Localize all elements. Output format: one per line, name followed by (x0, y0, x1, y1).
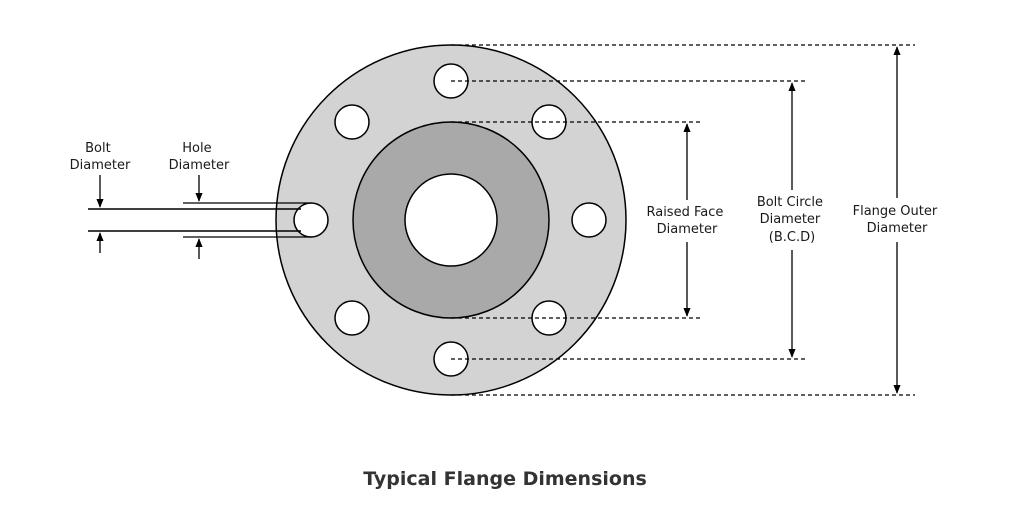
bolt-hole (293, 202, 329, 238)
bolt-hole (334, 104, 370, 140)
hole-diameter-label: Hole Diameter (169, 141, 230, 173)
bolt-hole (334, 300, 370, 336)
bolt-circle-diameter-label: Bolt Circle Diameter (B.C.D) (757, 195, 827, 245)
figure-caption: Typical Flange Dimensions (363, 468, 647, 490)
flange-outer-diameter-label: Flange Outer Diameter (853, 204, 942, 236)
bolt-hole (571, 202, 607, 238)
extension-lines (451, 44, 915, 396)
hole-lines (183, 202, 311, 238)
bolt-lines (88, 208, 301, 232)
bore-circle (404, 173, 498, 267)
bolt-diameter-label: Bolt Diameter (70, 141, 131, 173)
raised-face-diameter-label: Raised Face Diameter (646, 205, 727, 237)
